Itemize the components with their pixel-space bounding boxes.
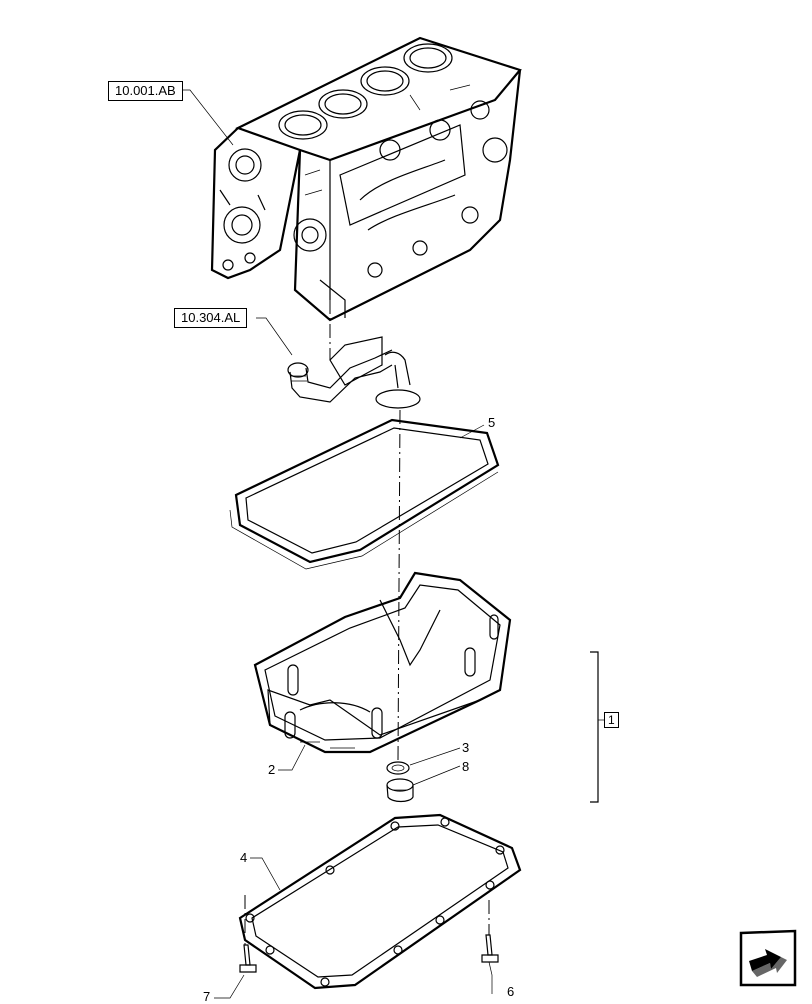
callout-upper-gasket: 5	[488, 415, 496, 430]
callout-screw-right: 6	[507, 984, 515, 999]
screw-left	[239, 944, 257, 973]
engine-block	[210, 36, 522, 322]
lower-gasket	[238, 813, 522, 990]
oil-pan	[253, 571, 512, 754]
callout-oil-pan: 2	[268, 762, 276, 777]
reference-engine-block[interactable]: 10.001.AB	[108, 81, 183, 101]
oil-suction-pipe	[287, 336, 421, 409]
washer	[386, 761, 410, 775]
callout-washer: 3	[462, 740, 470, 755]
callout-lower-gasket: 4	[240, 850, 248, 865]
group-bracket	[590, 651, 599, 803]
upper-gasket	[229, 418, 500, 570]
arrow-icon[interactable]	[737, 927, 799, 989]
reference-oil-suction[interactable]: 10.304.AL	[174, 308, 248, 328]
callout-drain-plug: 8	[462, 759, 470, 774]
drain-plug	[386, 778, 414, 803]
group-label: 1	[604, 712, 619, 728]
screw-right	[481, 934, 499, 963]
callout-screw-left: 7	[203, 989, 211, 1004]
